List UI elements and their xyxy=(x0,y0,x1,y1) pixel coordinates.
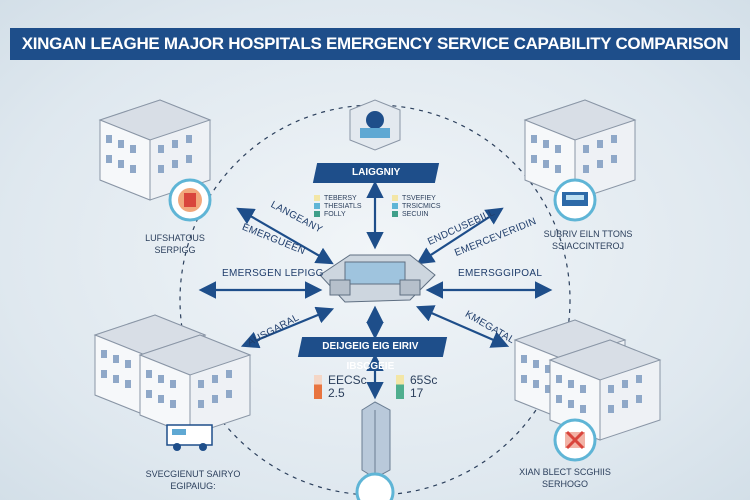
caption-line: SUBRIV EILN TTONS xyxy=(543,229,633,239)
caption-line: LUFSHATOUS xyxy=(145,233,205,243)
stat-value: 17 xyxy=(410,386,424,400)
no-service-circle-icon xyxy=(553,418,597,462)
top-staff-icon xyxy=(349,99,401,151)
stat-label: EECSc xyxy=(328,373,367,387)
caption-line: SVECGIENUT SAIRYO xyxy=(145,469,241,479)
legend-item: TEBERSY xyxy=(324,195,357,202)
caption-line: XIAN BLECT SCGHIIS xyxy=(519,467,611,477)
page-title: XINGAN LEAGHE MAJOR HOSPITALS EMERGENCY … xyxy=(10,28,740,60)
arrow-label: EMERSGEN LEPIGG xyxy=(222,268,324,279)
top-banner-label: LAIGGNIY xyxy=(351,167,401,178)
stat-value: 2.5 xyxy=(328,386,345,400)
supplies-circle-icon xyxy=(168,178,212,222)
tower-building-icon xyxy=(361,401,391,479)
ambulance-icon xyxy=(166,424,213,451)
caption-line: SERHOGO xyxy=(541,479,588,489)
bottom-banner-label: DEIJGEIG EIG EIRIV IBSCGEIE xyxy=(322,341,419,372)
stat-bar-right xyxy=(396,375,404,399)
caption-top-right: SUBRIV EILN TTONS SSIACCINTEROJ xyxy=(533,228,643,252)
legend-left: TEBERSY THESIATLS FOLLY xyxy=(314,195,362,219)
stat-bar-left xyxy=(314,375,322,399)
top-banner: LAIGGNIY xyxy=(312,163,440,183)
legend-item: THESIATLS xyxy=(324,203,362,210)
legend-item: SECUIN xyxy=(402,211,429,218)
arrow-label: EMERSGGIPOAL xyxy=(458,268,543,279)
central-equipment-icon xyxy=(319,254,436,303)
legend-item: TRSICMICS xyxy=(402,203,441,210)
legend-right: TSVEFIEY TRSICMICS SECUIN xyxy=(392,195,441,219)
caption-top-left: LUFSHATOUS SERPIGG xyxy=(120,232,230,256)
caption-line: SSIACCINTEROJ xyxy=(551,241,624,251)
bottom-circle-icon xyxy=(355,472,395,500)
caption-bottom-left: SVECGIENUT SAIRYO EGIPAIUG: xyxy=(138,468,248,492)
caption-line: EGIPAIUG: xyxy=(170,481,216,491)
transport-circle-icon xyxy=(553,178,597,222)
legend-item: FOLLY xyxy=(324,211,346,218)
legend-item: TSVEFIEY xyxy=(402,195,436,202)
stat-label: 65Sc xyxy=(410,373,438,387)
caption-line: SERPIGG xyxy=(154,245,196,255)
caption-bottom-right: XIAN BLECT SCGHIIS SERHOGO xyxy=(510,466,620,490)
bottom-banner: DEIJGEIG EIG EIRIV IBSCGEIE xyxy=(297,337,448,372)
